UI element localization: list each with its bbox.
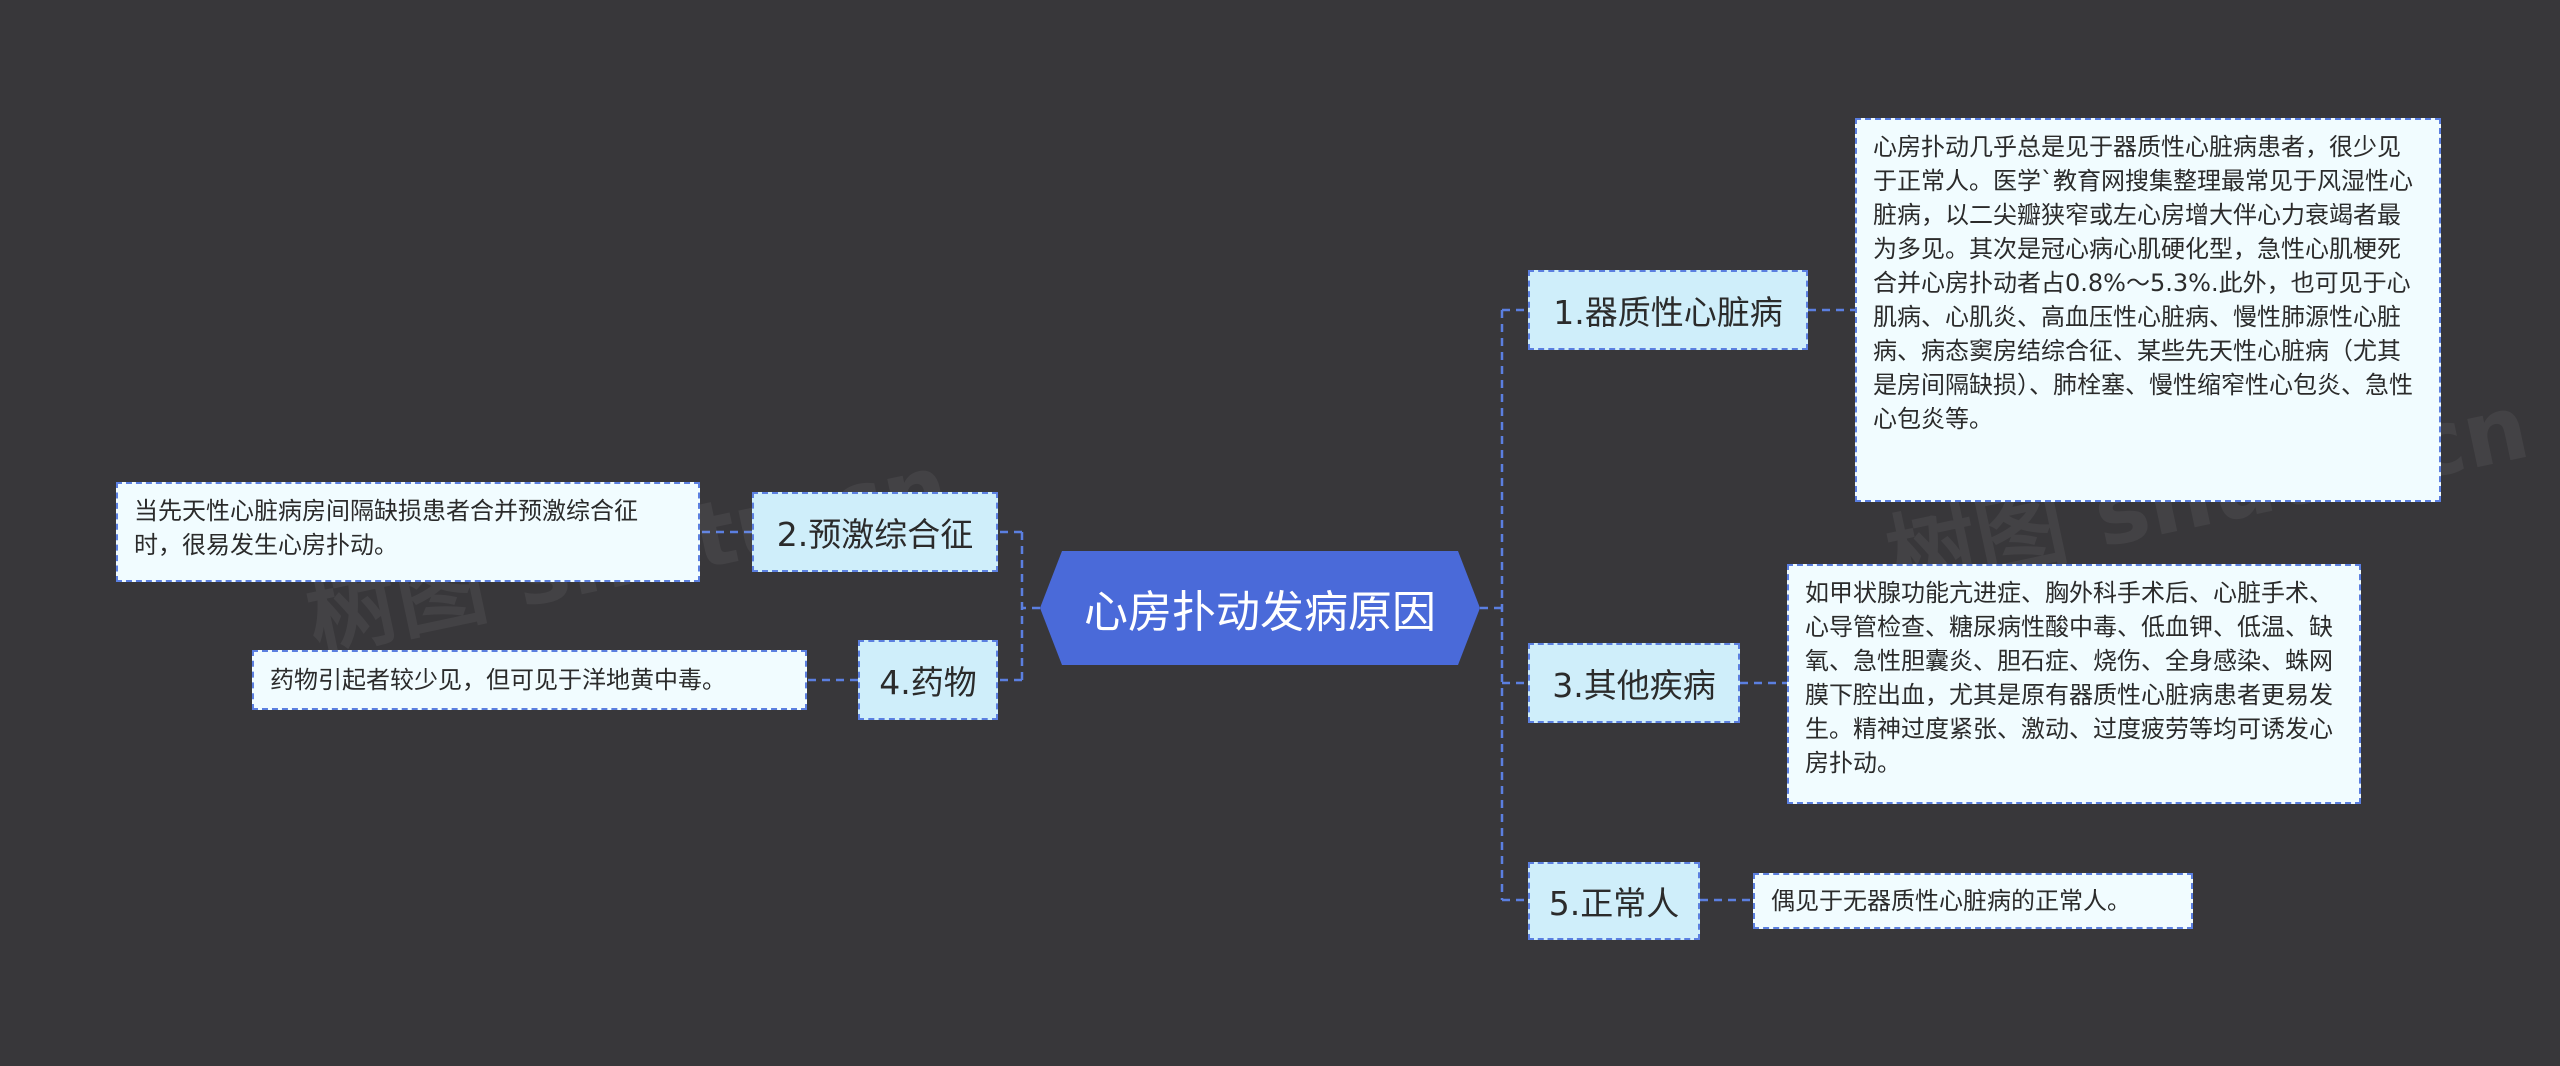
root-node[interactable]: 心房扑动发病原因 — [1040, 551, 1480, 665]
leaf-node-4[interactable]: 药物引起者较少见，但可见于洋地黄中毒。 — [252, 650, 807, 710]
leaf-node-2[interactable]: 当先天性心脏病房间隔缺损患者合并预激综合征时，很易发生心房扑动。 — [116, 482, 700, 582]
branch-node-1[interactable]: 1.器质性心脏病 — [1528, 270, 1808, 350]
branch-node-5[interactable]: 5.正常人 — [1528, 862, 1700, 940]
branch-node-3[interactable]: 3.其他疾病 — [1528, 643, 1740, 723]
branch-node-2[interactable]: 2.预激综合征 — [752, 492, 998, 572]
leaf-node-1[interactable]: 心房扑动几乎总是见于器质性心脏病患者，很少见于正常人。医学`教育网搜集整理最常见… — [1855, 118, 2441, 502]
leaf-node-5[interactable]: 偶见于无器质性心脏病的正常人。 — [1753, 873, 2193, 929]
branch-node-4[interactable]: 4.药物 — [858, 640, 998, 720]
leaf-node-3[interactable]: 如甲状腺功能亢进症、胸外科手术后、心脏手术、心导管检查、糖尿病性酸中毒、低血钾、… — [1787, 564, 2361, 804]
